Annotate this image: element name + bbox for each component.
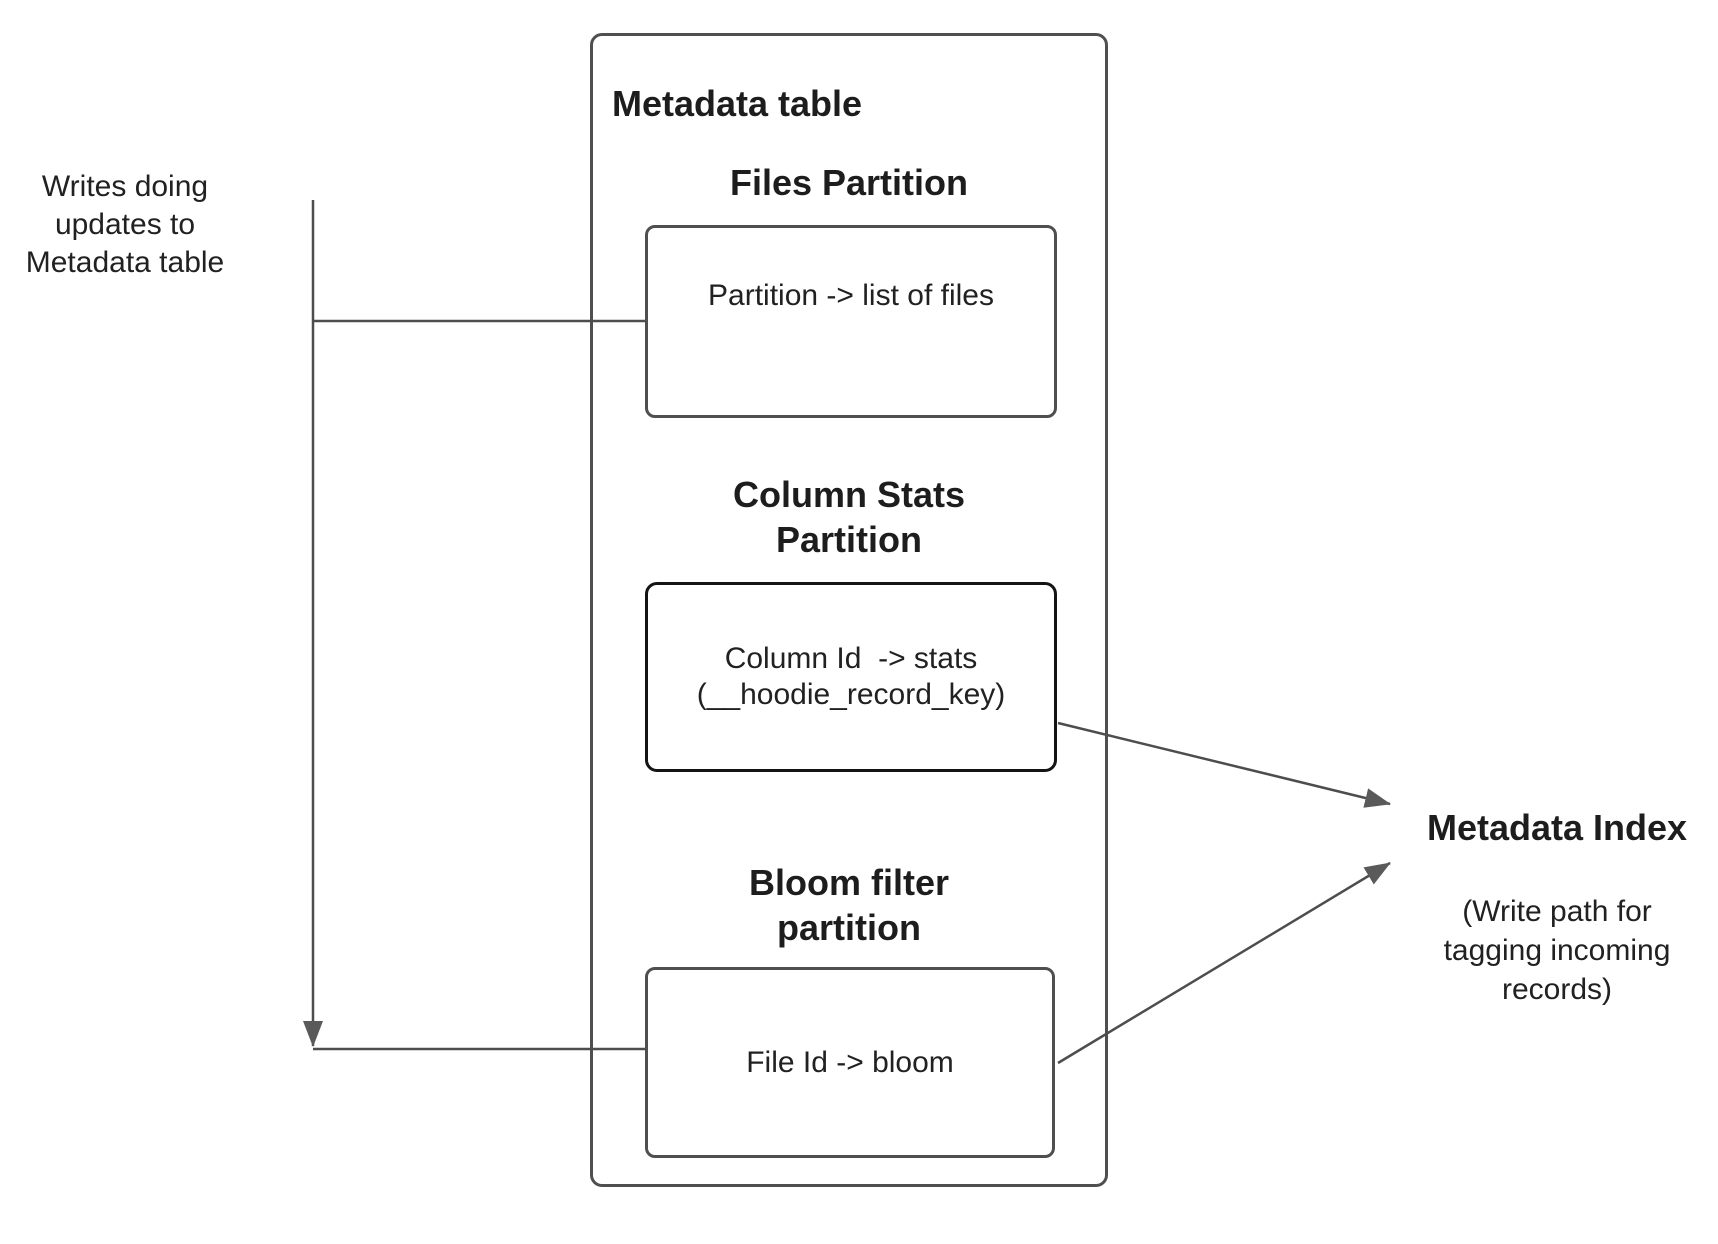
metadata-index-title: Metadata Index [1426, 807, 1688, 848]
metadata-index-subtitle: (Write path for tagging incoming records… [1443, 895, 1671, 1006]
files-partition-header: Files Partition [729, 162, 969, 203]
metadata-table-container [590, 33, 1108, 1187]
files-partition-mapping-text: Partition -> list of files [708, 278, 994, 312]
writes-note: Writes doing updates to Metadata table [25, 170, 225, 279]
column-stats-partition-header: Column Stats Partition [732, 474, 965, 560]
bloom-filter-partition-box: File Id -> bloom [645, 967, 1055, 1158]
metadata-table-title: Metadata table [612, 83, 863, 124]
bloom-filter-mapping-text: File Id -> bloom [746, 1045, 954, 1079]
column-stats-partition-box: Column Id -> stats (__hoodie_record_key) [645, 582, 1057, 772]
bloom-filter-partition-header: Bloom filter partition [748, 862, 949, 948]
files-partition-box: Partition -> list of files [645, 225, 1057, 418]
column-stats-mapping-text: Column Id -> stats (__hoodie_record_key) [696, 642, 1006, 711]
